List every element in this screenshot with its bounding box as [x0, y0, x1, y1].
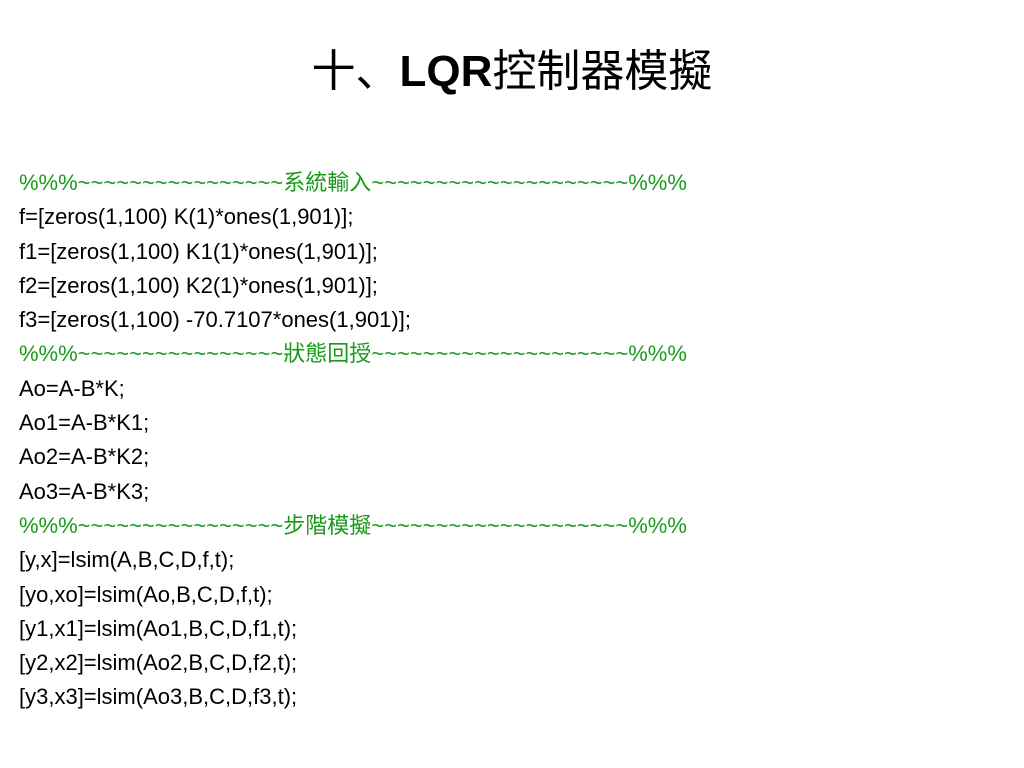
title-prefix: 十、	[311, 47, 400, 96]
code-line: [y,x]=lsim(A,B,C,D,f,t);	[19, 547, 235, 573]
code-line: [y1,x1]=lsim(Ao1,B,C,D,f1,t);	[19, 615, 298, 641]
slide-title: 十、LQR控制器模擬	[0, 42, 1024, 102]
code-line: f2=[zeros(1,100) K2(1)*ones(1,901)];	[19, 272, 378, 298]
code-line: f=[zeros(1,100) K(1)*ones(1,901)];	[19, 204, 354, 230]
code-line: %%%~~~~~~~~~~~~~~~~系統輸入~~~~~~~~~~~~~~~~~…	[19, 170, 687, 195]
code-line: [y2,x2]=lsim(Ao2,B,C,D,f2,t);	[19, 650, 298, 676]
code-block: %%%~~~~~~~~~~~~~~~~系統輸入~~~~~~~~~~~~~~~~~…	[19, 166, 1009, 715]
code-line: %%%~~~~~~~~~~~~~~~~步階模擬~~~~~~~~~~~~~~~~~…	[19, 512, 687, 538]
code-line: Ao2=A-B*K2;	[19, 444, 150, 470]
code-line: Ao3=A-B*K3;	[19, 478, 150, 504]
title-latin: LQR	[399, 47, 493, 96]
code-line: [y3,x3]=lsim(Ao3,B,C,D,f3,t);	[19, 684, 298, 710]
code-line: [yo,xo]=lsim(Ao,B,C,D,f,t);	[19, 581, 273, 607]
code-line: f1=[zeros(1,100) K1(1)*ones(1,901)];	[19, 238, 378, 264]
code-line: Ao=A-B*K;	[19, 375, 125, 401]
code-line: Ao1=A-B*K1;	[19, 410, 150, 436]
title-suffix: 控制器模擬	[492, 47, 713, 96]
code-line: %%%~~~~~~~~~~~~~~~~狀態回授~~~~~~~~~~~~~~~~~…	[19, 341, 687, 367]
code-line: f3=[zeros(1,100) -70.7107*ones(1,901)];	[19, 307, 411, 333]
